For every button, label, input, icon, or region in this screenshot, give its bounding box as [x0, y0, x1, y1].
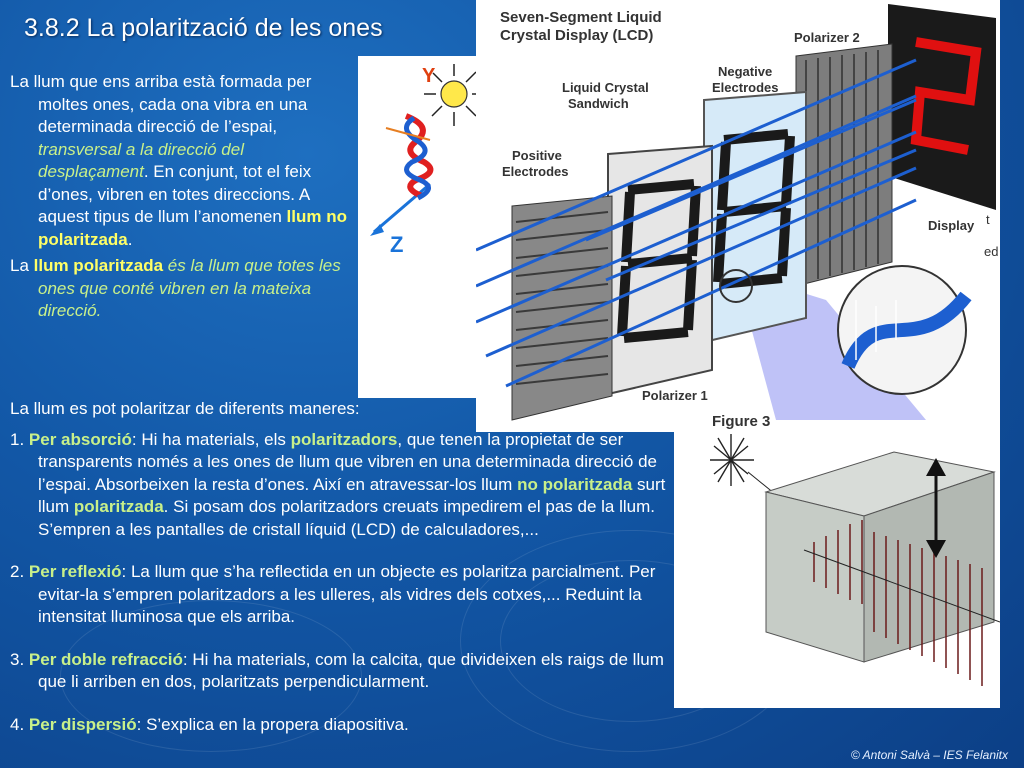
- wave-helix-icon: [385, 113, 434, 201]
- polarization-direction-arrow: [926, 458, 946, 558]
- zoom-circle: [837, 265, 972, 395]
- cropped-text-ed: ed: [984, 244, 998, 259]
- polarizer-figure-panel: [674, 432, 1001, 708]
- outgoing-ray: [803, 549, 1001, 623]
- display-label: Display: [928, 218, 975, 233]
- lcd-title-line1: Seven-Segment Liquid: [500, 9, 662, 26]
- negative-electrodes-label-2: Electrodes: [712, 80, 778, 95]
- polarizer-1-label: Polarizer 1: [642, 388, 708, 403]
- unpolarized-light-icon: [710, 434, 754, 486]
- positive-electrodes-label-1: Positive: [512, 148, 562, 163]
- method-reflection: 2. Per reflexió: La llum que s’ha reflec…: [10, 562, 656, 626]
- intro-text: La llum que ens arriba està formada per …: [10, 71, 350, 323]
- zoom-source-circle: [719, 269, 753, 303]
- polarizer-block: [764, 451, 996, 663]
- polarizer-diagram: [710, 434, 1001, 686]
- slide-title: 3.8.2 La polarització de les ones: [24, 14, 383, 42]
- lcd-title-line2: Crystal Display (LCD): [500, 27, 653, 44]
- sandwich-label-2: Sandwich: [568, 96, 629, 111]
- background-ripple: [60, 600, 362, 752]
- intro-paragraph-1: La llum que ens arriba està formada per …: [10, 72, 347, 249]
- lcd-diagram: Seven-Segment Liquid Crystal Display (LC…: [475, 0, 1000, 432]
- method-double-refraction: 3. Per doble refracció: Hi ha materials,…: [10, 649, 664, 692]
- polarized-waves: [813, 520, 983, 686]
- axis-z-label: Z: [390, 232, 403, 257]
- positive-electrodes-plate: [607, 144, 713, 396]
- method-absorption: 1. Per absorció: Hi ha materials, els po…: [10, 429, 666, 539]
- wave-figure-panel: Y Z: [358, 56, 493, 398]
- positive-electrodes-label-2: Electrodes: [502, 164, 568, 179]
- sun-icon: [424, 64, 486, 126]
- lcd-figure-panel: Seven-Segment Liquid Crystal Display (LC…: [475, 0, 1000, 432]
- axis-y-label: Y: [422, 65, 436, 87]
- figure-3-label: Figure 3: [712, 413, 770, 430]
- methods-heading: La llum es pot polaritzar de diferents m…: [10, 399, 360, 418]
- light-beams: [475, 58, 917, 388]
- z-axis-line: [373, 182, 431, 234]
- method-dispersion: 4. Per dispersió: S’explica en la proper…: [10, 714, 409, 734]
- sandwich-label-1: Liquid Crystal: [562, 80, 649, 95]
- polarizer-1: [511, 195, 613, 421]
- negative-electrodes-label-1: Negative: [718, 64, 772, 79]
- polarizer-2-label: Polarizer 2: [794, 30, 860, 45]
- z-axis-arrow: [370, 224, 384, 236]
- intro-paragraph-2: La llum polaritzada és la llum que totes…: [10, 256, 341, 320]
- wave-figure: Y Z: [370, 64, 486, 257]
- methods-text: La llum es pot polaritzar de diferents m…: [10, 398, 670, 736]
- display-panel: [888, 4, 996, 210]
- cropped-text-t: t: [986, 212, 990, 227]
- footer-credit: © Antoni Salvà – IES Felanitx: [850, 748, 1008, 762]
